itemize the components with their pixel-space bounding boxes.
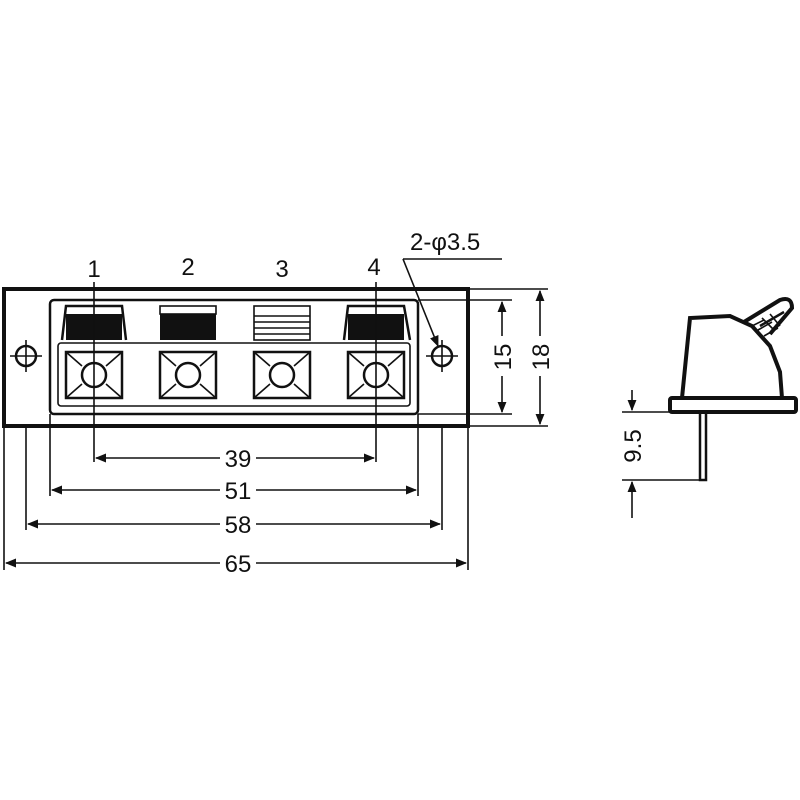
lever-tab-2	[159, 305, 217, 340]
horizontal-dimensions: 39 51 58 65	[3, 414, 469, 578]
side-view: 9.5	[620, 297, 798, 518]
terminal-clamp-2	[158, 350, 218, 400]
dimension-18-text: 18	[528, 344, 555, 371]
dimension-65: 65	[4, 551, 468, 578]
dimension-15-text: 15	[490, 344, 517, 371]
front-view: 1 2 3 4 2-φ3.5	[2, 229, 502, 462]
dimension-51: 51	[50, 478, 418, 505]
dimension-58: 58	[26, 512, 442, 539]
dimension-65-text: 65	[225, 551, 252, 578]
mounting-hole-right	[426, 340, 458, 372]
vertical-dimensions: 15 18	[418, 288, 555, 427]
side-lever	[742, 297, 795, 336]
terminal-label-4: 4	[367, 254, 380, 281]
mounting-hole-left	[10, 340, 42, 372]
side-pin	[698, 410, 708, 482]
hole-callout: 2-φ3.5	[402, 229, 502, 348]
mounting-plate	[2, 287, 470, 428]
hole-callout-text: 2-φ3.5	[410, 229, 480, 256]
dimension-51-text: 51	[225, 478, 252, 505]
dimension-9-5-text: 9.5	[620, 429, 647, 462]
dimension-58-text: 58	[225, 512, 252, 539]
lever-tab-3	[253, 305, 311, 341]
terminal-label-2: 2	[181, 254, 194, 281]
side-base-plate	[668, 396, 798, 414]
terminal-clamp-3	[252, 350, 312, 400]
lever-tab-4	[342, 304, 412, 341]
terminal-label-1: 1	[87, 256, 100, 283]
terminal-body	[48, 298, 420, 416]
dimension-15: 15	[490, 300, 517, 414]
terminal-label-3: 3	[275, 256, 288, 283]
dimension-18: 18	[528, 289, 555, 426]
dimension-39: 39	[94, 446, 376, 473]
dimension-9-5: 9.5	[620, 390, 700, 518]
dimension-39-text: 39	[225, 446, 252, 473]
terminal-strip	[57, 342, 411, 407]
side-body	[680, 313, 784, 399]
